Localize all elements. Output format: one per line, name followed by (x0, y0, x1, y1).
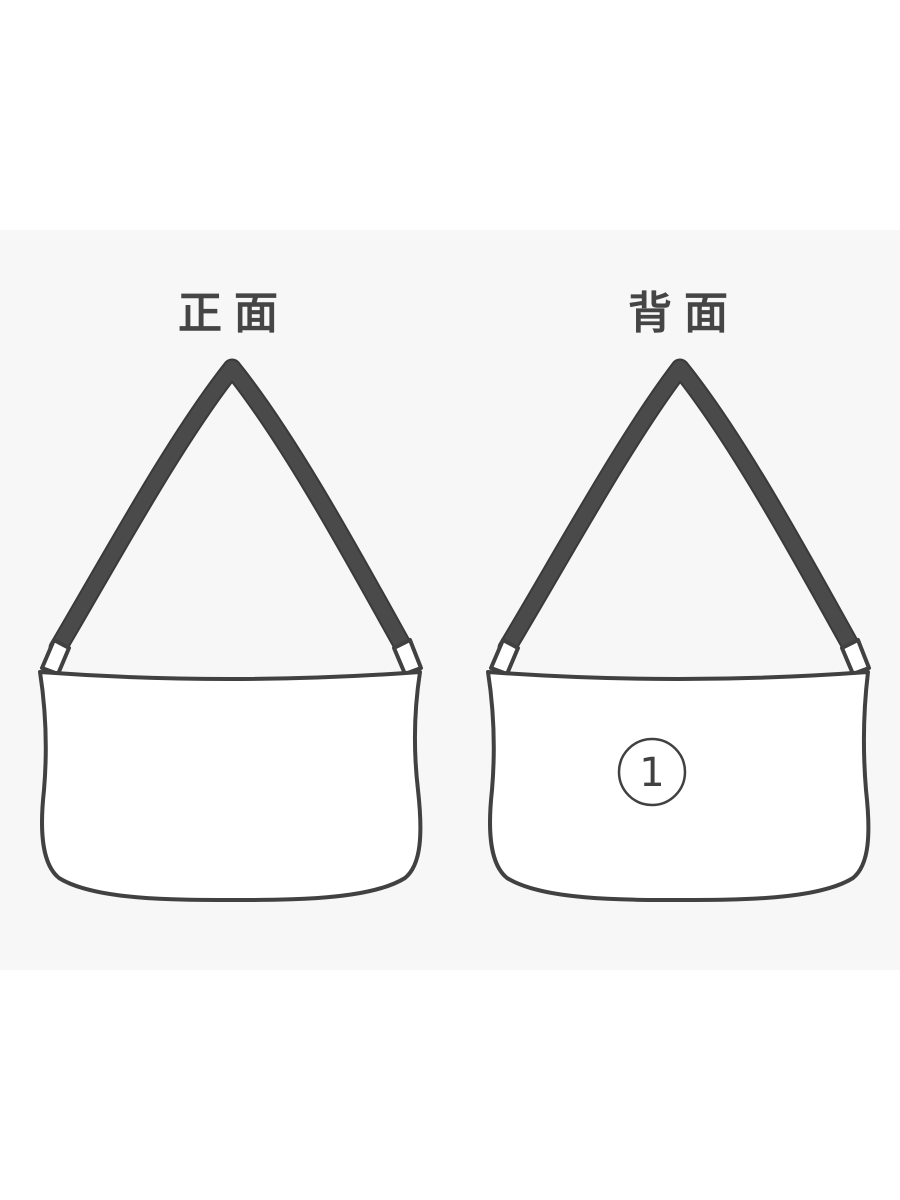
back-strap (497, 358, 862, 658)
circled-number-icon: 1 (617, 737, 687, 807)
front-bag-icon (38, 358, 423, 902)
front-right-connector-icon (392, 638, 423, 676)
marker-circle (617, 737, 687, 807)
front-strap (48, 358, 414, 658)
back-view-label: 背面 (628, 288, 740, 339)
front-left-connector-icon (40, 638, 71, 676)
back-strap-inner (499, 360, 860, 656)
back-bag-icon: 1 (486, 358, 871, 902)
front-strap-inner (50, 360, 412, 656)
back-left-connector-icon (489, 638, 520, 676)
back-right-connector-icon (840, 638, 871, 676)
front-bag-body (38, 670, 423, 902)
marker-number: 1 (639, 750, 664, 796)
front-view-label: 正面 (178, 288, 290, 339)
